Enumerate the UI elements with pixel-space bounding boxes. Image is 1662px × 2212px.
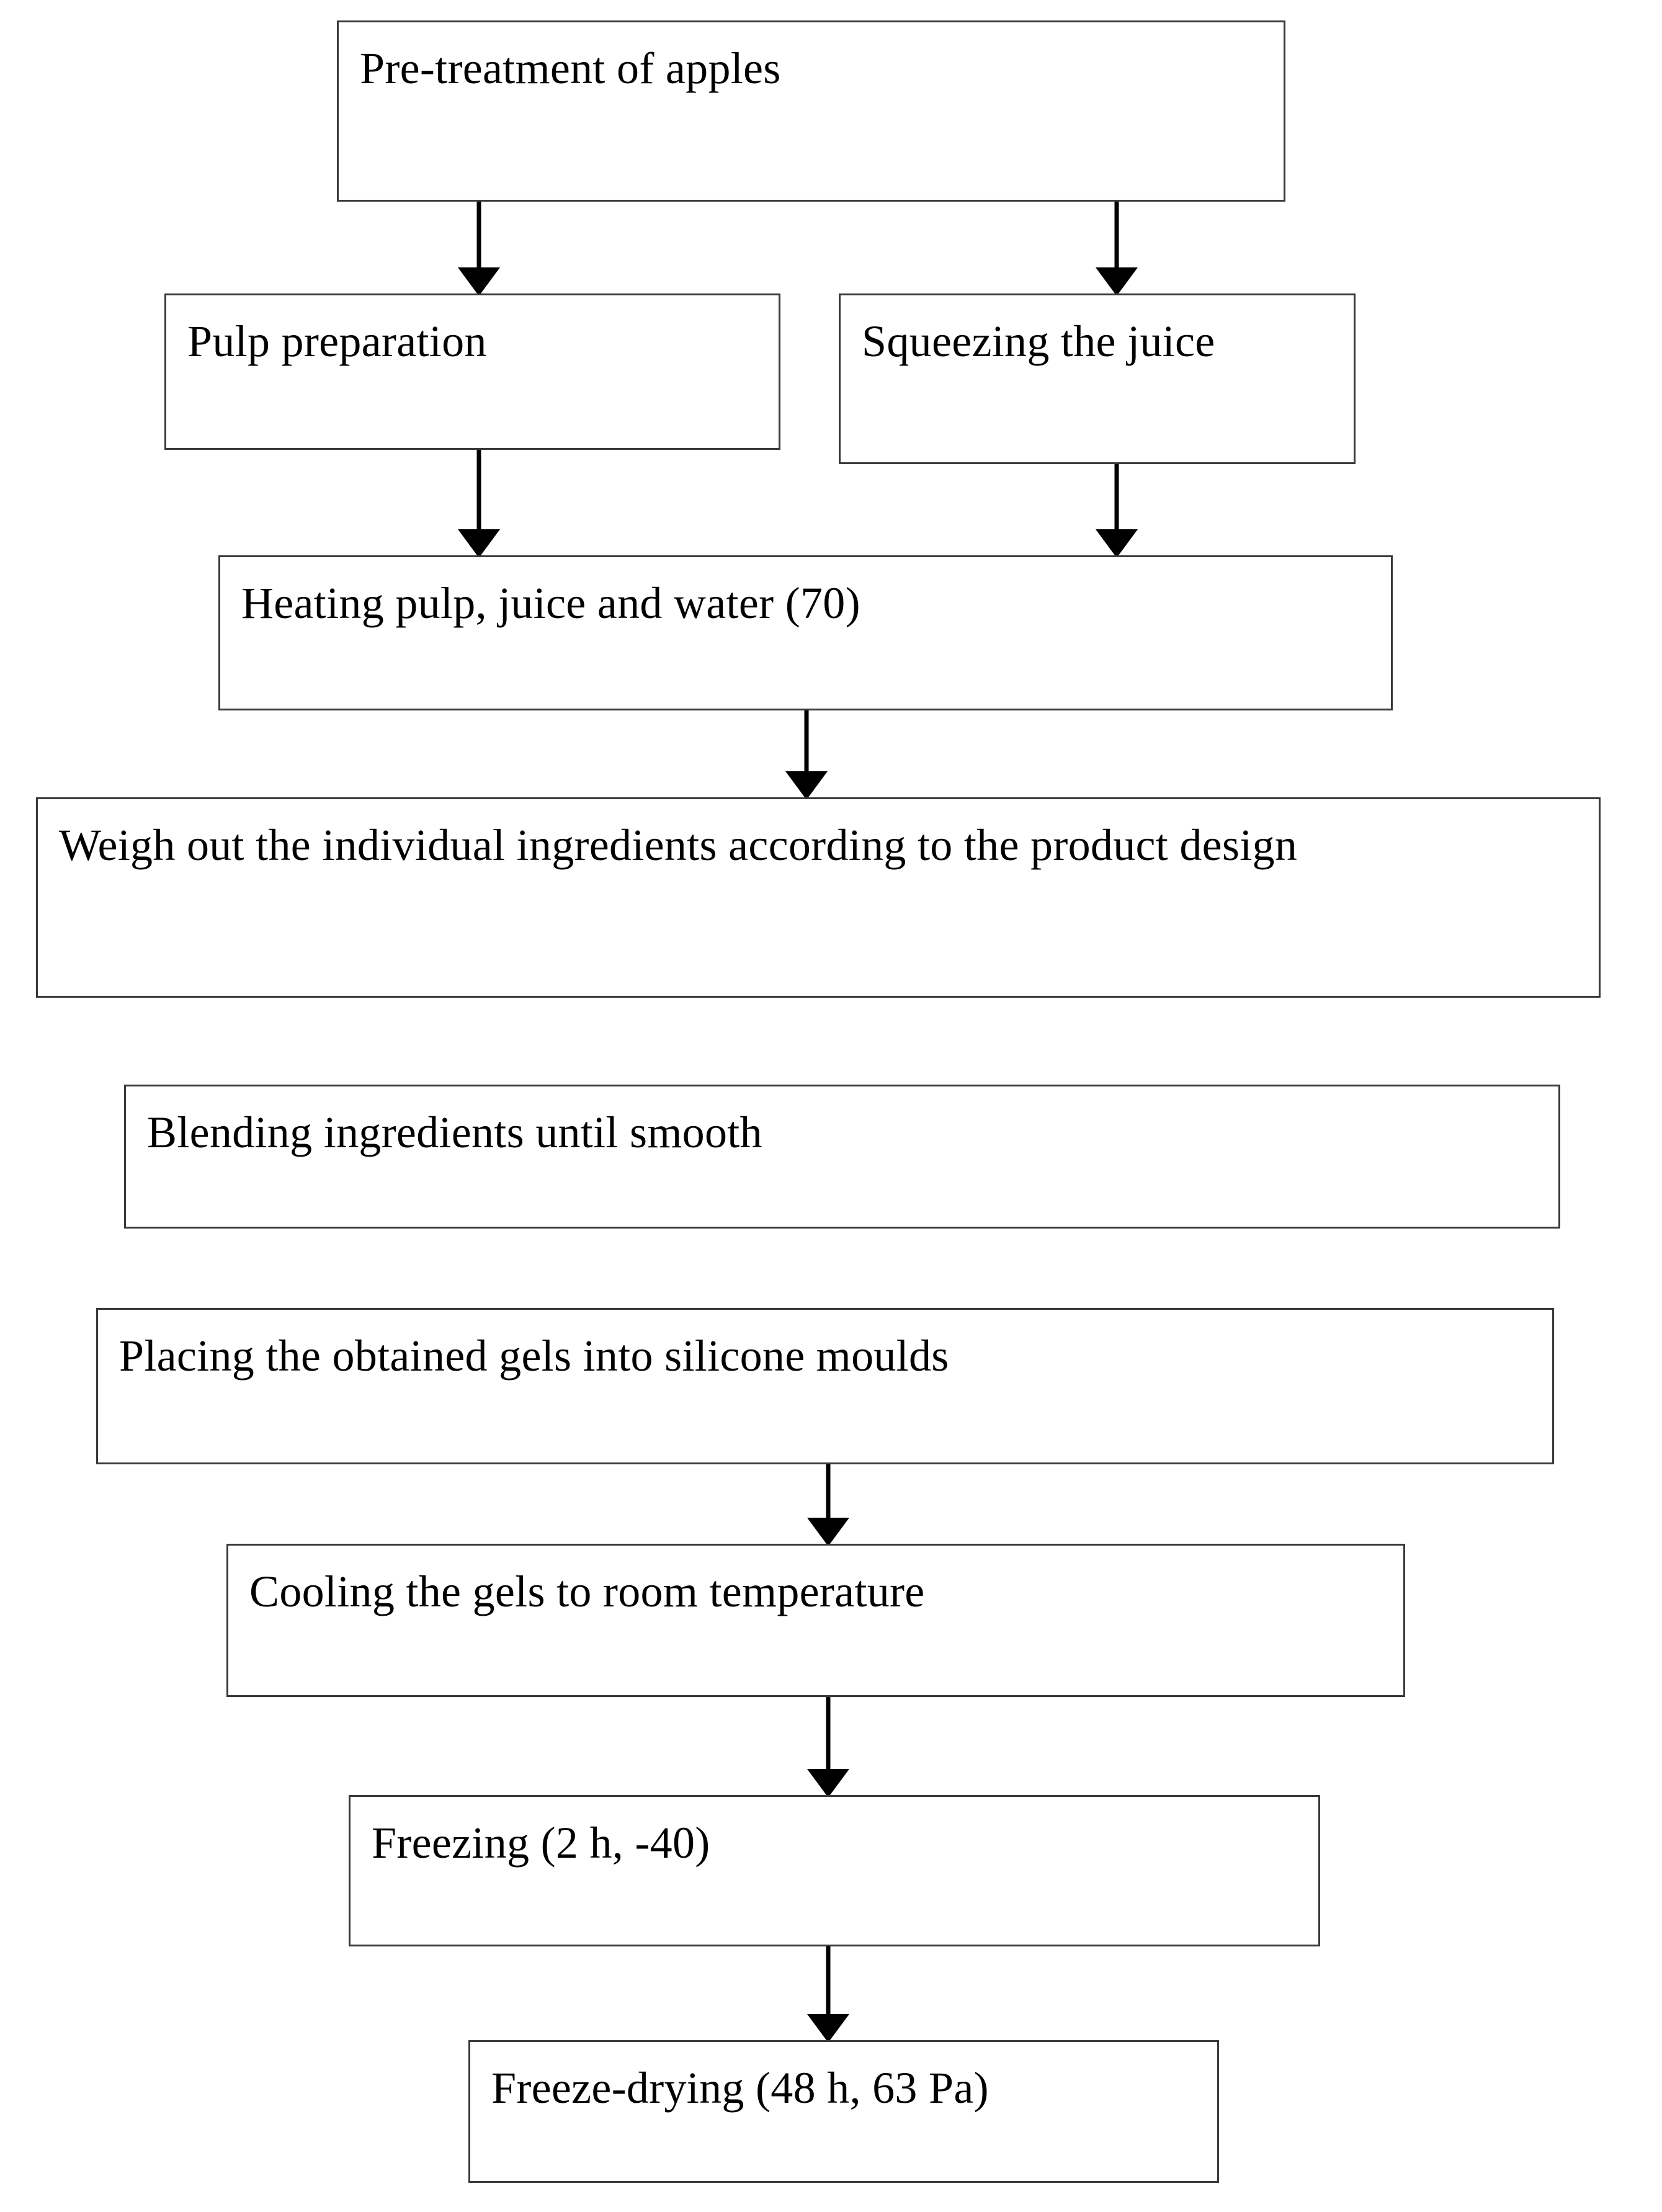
process-box-label: Squeezing the juice <box>862 316 1215 366</box>
flow-arrow <box>458 202 500 296</box>
process-box-freezing: Freezing (2 h, -40) <box>349 1795 1320 1946</box>
process-box-cooling: Cooling the gels to room temperature <box>226 1544 1405 1697</box>
flow-arrow <box>1096 464 1138 558</box>
process-box-label: Blending ingredients until smooth <box>147 1108 762 1157</box>
process-box-label: Heating pulp, juice and water (70) <box>241 578 860 628</box>
process-box-label: Pulp preparation <box>187 316 487 366</box>
flow-arrow <box>807 1697 849 1798</box>
process-box-label: Placing the obtained gels into silicone … <box>119 1331 949 1381</box>
process-box-label: Cooling the gels to room temperature <box>249 1567 925 1616</box>
process-box-placing-moulds: Placing the obtained gels into silicone … <box>96 1308 1554 1464</box>
process-box-label: Pre-treatment of apples <box>360 43 781 93</box>
flow-arrow <box>785 710 828 800</box>
process-box-blending: Blending ingredients until smooth <box>124 1085 1560 1229</box>
process-box-label: Freeze-drying (48 h, 63 Pa) <box>491 2063 989 2113</box>
flow-arrow <box>458 450 500 558</box>
process-box-pre-treatment: Pre-treatment of apples <box>337 20 1285 202</box>
flow-arrow <box>1096 202 1138 296</box>
process-box-squeezing-juice: Squeezing the juice <box>839 293 1356 464</box>
process-box-label: Weigh out the individual ingredients acc… <box>59 820 1298 870</box>
flow-arrow <box>807 1946 849 2043</box>
process-box-freeze-drying: Freeze-drying (48 h, 63 Pa) <box>468 2040 1219 2183</box>
flow-arrow <box>807 1464 849 1546</box>
process-box-label: Freezing (2 h, -40) <box>372 1818 710 1868</box>
process-box-heating: Heating pulp, juice and water (70) <box>218 555 1393 710</box>
process-box-pulp-preparation: Pulp preparation <box>164 293 780 450</box>
process-box-weigh-out: Weigh out the individual ingredients acc… <box>36 797 1601 998</box>
